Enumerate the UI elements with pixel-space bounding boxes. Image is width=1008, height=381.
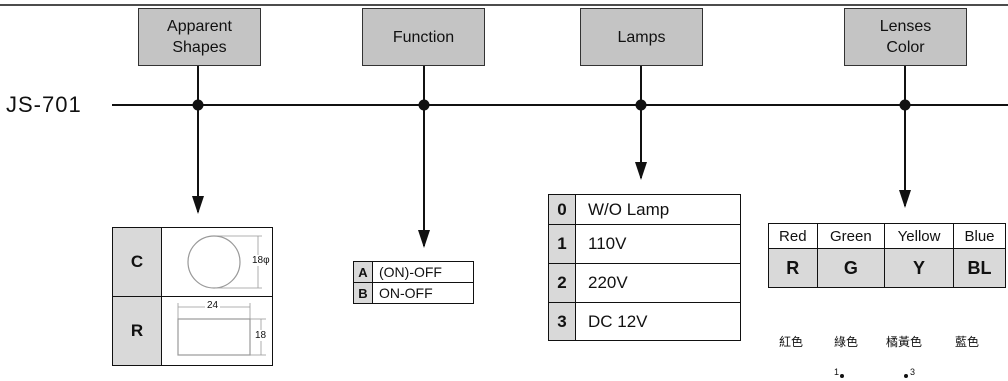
lamp-label-1: 110V	[575, 224, 741, 264]
header-function-label: Function	[392, 28, 455, 46]
header-lenses-color: Lenses Color	[844, 8, 967, 66]
function-code-a: A	[353, 261, 373, 283]
pin-3-dot	[904, 374, 908, 378]
rect-width-label: 24	[205, 300, 221, 311]
shape-circle-drawing: 18φ	[161, 227, 273, 297]
pin-1-dot	[840, 374, 844, 378]
function-code-b: B	[353, 282, 373, 304]
lamp-code-3: 3	[548, 302, 576, 341]
lens-code-green: G	[816, 248, 886, 288]
function-row-a: A (ON)-OFF	[353, 261, 474, 283]
lamp-label-2: 220V	[575, 263, 741, 303]
lenses-table: Red Green Yellow Blue R G Y BL	[768, 223, 1006, 288]
lens-code-yellow: Y	[884, 248, 955, 288]
function-row-b: B ON-OFF	[353, 282, 474, 304]
shapes-table: C 18φ R 24 18	[112, 227, 273, 366]
lamp-row-1: 1 110V	[548, 224, 741, 264]
node-function	[418, 99, 430, 111]
shape-code-c: C	[112, 227, 162, 297]
lens-zh-red: 紅色	[779, 335, 804, 349]
arrow-shapes	[192, 196, 204, 214]
header-lamps-label: Lamps	[617, 28, 666, 46]
lens-name-red: Red	[768, 223, 818, 249]
lens-name-blue: Blue	[953, 223, 1006, 249]
lamp-row-3: 3 DC 12V	[548, 302, 741, 341]
function-table: A (ON)-OFF B ON-OFF	[353, 261, 474, 304]
arrow-function	[418, 230, 430, 248]
shape-rect-drawing: 24 18	[161, 296, 273, 366]
lens-zh-blue: 藍色	[955, 335, 980, 349]
lens-names-row: Red Green Yellow Blue	[768, 223, 1006, 249]
header-lenses-line1: Lenses	[879, 18, 932, 35]
pin-1-label: 1	[834, 367, 840, 377]
lamp-row-0: 0 W/O Lamp	[548, 194, 741, 225]
node-lenses	[899, 99, 911, 111]
shape-row-rect: R 24 18	[112, 296, 273, 366]
arrow-lenses	[899, 190, 911, 208]
lens-code-red: R	[768, 248, 818, 288]
lens-name-green: Green	[816, 223, 886, 249]
lens-zh-yellow: 橘黃色	[886, 335, 923, 349]
header-lamps: Lamps	[580, 8, 703, 66]
lens-codes-row: R G Y BL	[768, 248, 1006, 288]
header-apparent-shapes: Apparent Shapes	[138, 8, 261, 66]
lamps-table: 0 W/O Lamp 1 110V 2 220V 3 DC 12V	[548, 194, 741, 341]
header-lenses-line2: Color	[886, 39, 925, 56]
node-lamps	[635, 99, 647, 111]
node-shapes	[192, 99, 204, 111]
header-shapes-line2: Shapes	[172, 39, 227, 56]
header-function: Function	[362, 8, 485, 66]
lamp-code-1: 1	[548, 224, 576, 264]
model-number: JS-701	[6, 92, 82, 117]
lamp-code-0: 0	[548, 194, 576, 225]
shape-code-r: R	[112, 296, 162, 366]
header-shapes-line1: Apparent	[167, 18, 232, 35]
lens-zh-green: 綠色	[834, 335, 859, 349]
lamp-label-0: W/O Lamp	[575, 194, 741, 225]
rect-height-label: 18	[255, 330, 267, 341]
function-label-a: (ON)-OFF	[372, 261, 474, 283]
lens-name-yellow: Yellow	[884, 223, 955, 249]
pin-3-label: 3	[910, 367, 916, 377]
circle-diameter-label: 18φ	[252, 255, 270, 266]
arrow-lamps	[635, 162, 647, 180]
shape-row-circle: C 18φ	[112, 227, 273, 297]
lamp-row-2: 2 220V	[548, 263, 741, 303]
lamp-label-3: DC 12V	[575, 302, 741, 341]
lamp-code-2: 2	[548, 263, 576, 303]
function-label-b: ON-OFF	[372, 282, 474, 304]
lens-code-blue: BL	[953, 248, 1006, 288]
